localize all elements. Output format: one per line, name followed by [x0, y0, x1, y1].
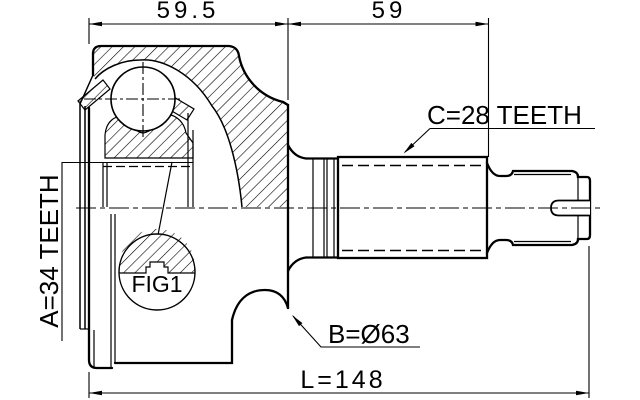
arrowhead	[576, 390, 589, 396]
arrowhead	[89, 390, 102, 396]
callout-outer-diameter: B=Ø63	[292, 315, 420, 349]
length-label: L=148	[300, 366, 385, 394]
fig1-label: FIG1	[131, 271, 182, 297]
cage-section-left	[77, 79, 111, 111]
bell-wall-hatch	[93, 46, 288, 207]
fig1-spline-profile	[119, 261, 195, 274]
underline-and-leader	[61, 161, 193, 341]
bell-face	[281, 100, 290, 310]
bell-shaft-fillet-bottom	[286, 256, 308, 273]
fig1-hatch	[119, 228, 195, 273]
underline	[292, 315, 420, 348]
inner-spline-label: A=34 TEETH	[34, 174, 64, 327]
bell-housing	[79, 44, 308, 370]
bell-inner-cavity	[94, 59, 243, 208]
detail-circle-fig1: FIG1	[118, 161, 196, 311]
arrowhead	[475, 21, 489, 27]
dim-59-label: 59	[372, 0, 407, 24]
dimension-length: L=148	[88, 246, 590, 398]
arrowhead	[89, 21, 102, 27]
bell-bottom-edge	[113, 318, 234, 365]
bell-ring-outer-edge	[87, 106, 99, 370]
callout-inner-spline: A=34 TEETH	[34, 161, 193, 341]
arrowhead	[292, 315, 303, 327]
bell-neck-ogee	[230, 288, 290, 322]
fig1-leader-line	[157, 161, 173, 236]
bell-shaft-fillet-top	[286, 143, 308, 160]
outer-diameter-label: B=Ø63	[328, 319, 410, 349]
callout-outer-spline: C=28 TEETH	[403, 100, 595, 154]
joint-internals	[77, 62, 195, 207]
bell-outer-profile	[91, 44, 290, 107]
dim-59-5-label: 59.5	[157, 0, 220, 24]
arrowhead	[275, 21, 288, 27]
dimension-59: 59	[288, 0, 490, 157]
arrowhead	[403, 142, 415, 154]
arrowhead	[288, 21, 301, 27]
outer-spline-label: C=28 TEETH	[427, 100, 582, 130]
